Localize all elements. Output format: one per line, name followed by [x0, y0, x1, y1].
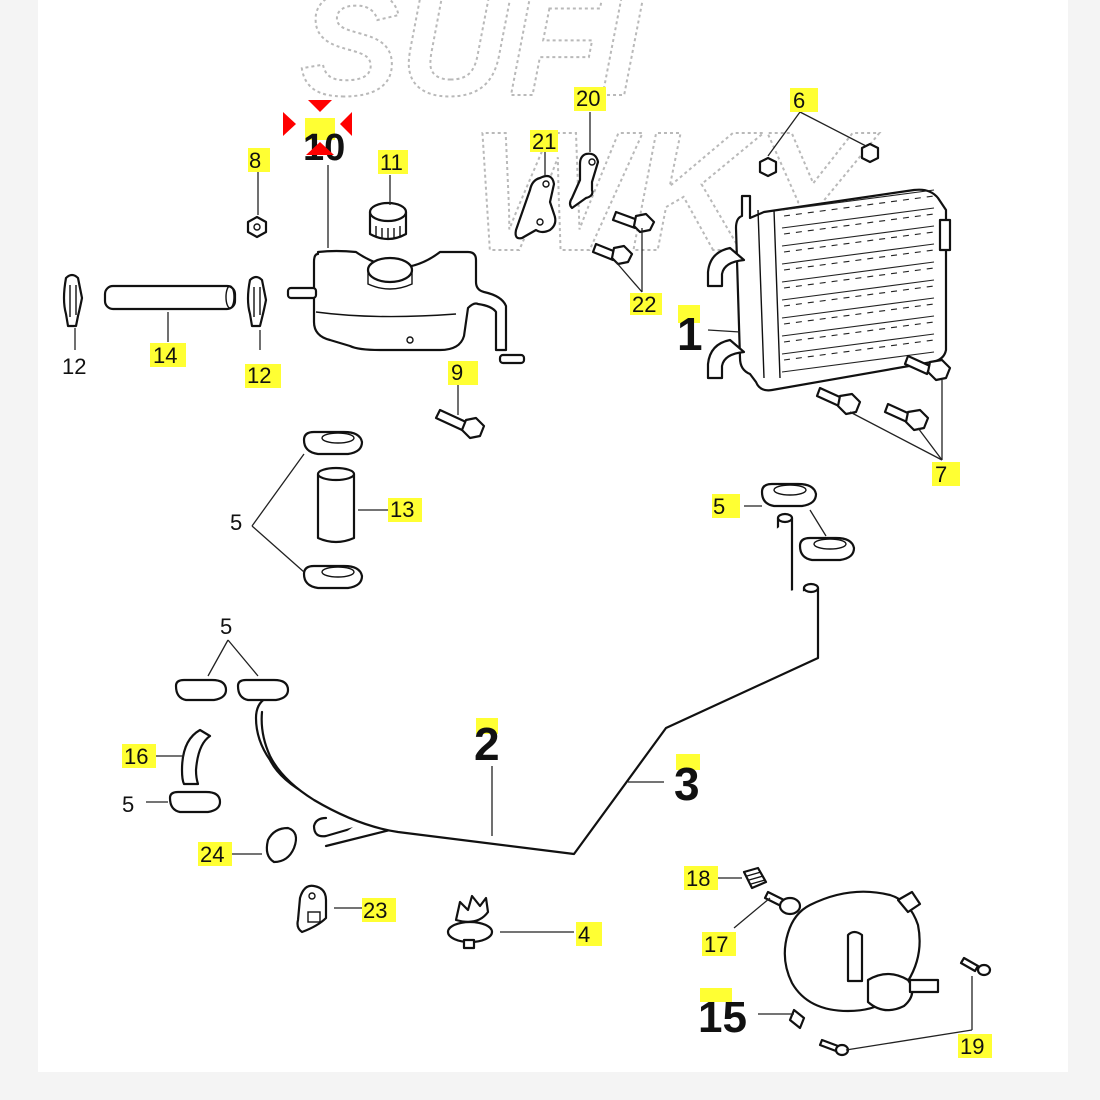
svg-text:22: 22	[632, 292, 656, 317]
part-hose-sleeve[interactable]	[316, 466, 356, 544]
svg-text:4: 4	[578, 922, 590, 947]
part-hose-clamp-pair-left[interactable]	[174, 678, 290, 702]
svg-text:3: 3	[674, 758, 700, 810]
part-overflow-hose[interactable]	[103, 284, 237, 311]
callout-5-middle[interactable]: 5	[230, 510, 242, 535]
svg-text:5: 5	[122, 792, 134, 817]
part-hose-clamp-pair-right[interactable]	[760, 482, 856, 562]
part-bracket-left[interactable]	[514, 174, 557, 240]
part-expansion-tank[interactable]	[286, 249, 526, 365]
part-bent-hose[interactable]	[180, 728, 212, 786]
callout-8[interactable]: 8	[248, 148, 270, 173]
part-nut-8[interactable]	[246, 215, 268, 239]
svg-text:5: 5	[713, 494, 725, 519]
callout-15[interactable]: 1515	[698, 988, 747, 1042]
svg-text:1: 1	[677, 308, 703, 360]
callout-15-text: 15	[698, 993, 747, 1042]
part-water-pump-housing[interactable]	[783, 890, 940, 1030]
svg-text:12: 12	[247, 363, 271, 388]
svg-text:21: 21	[532, 129, 556, 154]
callout-5-left-pair[interactable]: 55	[220, 614, 232, 639]
callout-9[interactable]: 9	[448, 360, 478, 385]
svg-text:9: 9	[451, 360, 463, 385]
callout-17[interactable]: 17	[702, 932, 736, 957]
svg-text:11: 11	[380, 150, 403, 175]
part-radiator-bolts[interactable]	[815, 354, 952, 432]
callout-10[interactable]: 10	[283, 100, 352, 169]
leader-lines	[74, 111, 973, 1051]
part-bracket-right[interactable]	[568, 152, 600, 210]
radiator-core-grid	[781, 189, 935, 373]
part-bracket-bolts[interactable]	[591, 210, 656, 266]
part-hose-clamp-single[interactable]	[168, 790, 222, 814]
svg-text:14: 14	[153, 343, 177, 368]
part-pipe-clip[interactable]	[446, 894, 494, 950]
part-cable-clamp[interactable]	[265, 826, 298, 864]
svg-text:5: 5	[230, 510, 242, 535]
callout-6[interactable]: 666	[790, 88, 818, 113]
part-hose-clip-left[interactable]	[62, 273, 84, 328]
callout-22[interactable]: 22	[630, 292, 662, 317]
part-radiator[interactable]	[706, 188, 952, 392]
part-bleed-screw[interactable]	[763, 890, 802, 916]
svg-text:12: 12	[62, 354, 86, 379]
callout-11[interactable]: 11	[378, 150, 408, 175]
svg-text:20: 20	[576, 86, 600, 111]
callout-3[interactable]: 3	[674, 754, 700, 810]
svg-text:7: 7	[935, 462, 947, 487]
svg-text:8: 8	[249, 148, 261, 173]
part-spring[interactable]	[742, 866, 768, 890]
part-housing-screws[interactable]	[818, 956, 992, 1057]
part-hose-clip-right[interactable]	[246, 275, 268, 328]
svg-text:13: 13	[390, 497, 414, 522]
callout-19[interactable]: 19	[958, 1034, 992, 1059]
part-tank-cap[interactable]	[368, 201, 408, 241]
callout-18[interactable]: 18	[684, 866, 718, 891]
callout-12-right[interactable]: 12	[245, 363, 281, 388]
part-tank-bolt[interactable]	[434, 408, 486, 440]
callout-5-single[interactable]: 5	[122, 792, 134, 817]
selection-marker-icon	[283, 100, 352, 155]
callout-21[interactable]: 21	[530, 129, 558, 154]
callout-4[interactable]: 4	[576, 922, 602, 947]
svg-text:23: 23	[363, 898, 387, 923]
svg-text:24: 24	[200, 842, 224, 867]
callout-2[interactable]: 2	[474, 718, 500, 770]
part-hose-clamp-pair-middle[interactable]	[302, 430, 364, 590]
callout-1[interactable]: 1	[677, 305, 703, 360]
callout-23[interactable]: 23	[362, 898, 396, 923]
callout-16[interactable]: 16	[122, 744, 156, 769]
callout-12-left[interactable]: 12	[62, 354, 86, 379]
callout-24[interactable]: 24	[198, 842, 232, 867]
callout-13[interactable]: 13	[388, 497, 422, 522]
svg-text:19: 19	[960, 1034, 984, 1059]
svg-text:18: 18	[686, 866, 710, 891]
callout-7[interactable]: 7	[932, 462, 960, 487]
svg-text:17: 17	[704, 932, 728, 957]
part-mounting-plate[interactable]	[296, 884, 328, 934]
callout-14[interactable]: 14	[150, 343, 186, 368]
part-radiator-nuts[interactable]	[758, 142, 880, 178]
callout-5-right[interactable]: 5	[712, 494, 740, 519]
callout-5-left-pair-text: 5	[220, 614, 232, 639]
svg-text:2: 2	[474, 718, 500, 770]
svg-text:16: 16	[124, 744, 148, 769]
callout-20[interactable]: 20	[574, 86, 606, 111]
part-coolant-pipe-outer[interactable]	[254, 512, 820, 856]
callout-6-text: 6	[793, 88, 805, 113]
callouts: 10 8 11 12 14 12 9 20 21 666 22 1 7 5 13…	[62, 86, 992, 1059]
